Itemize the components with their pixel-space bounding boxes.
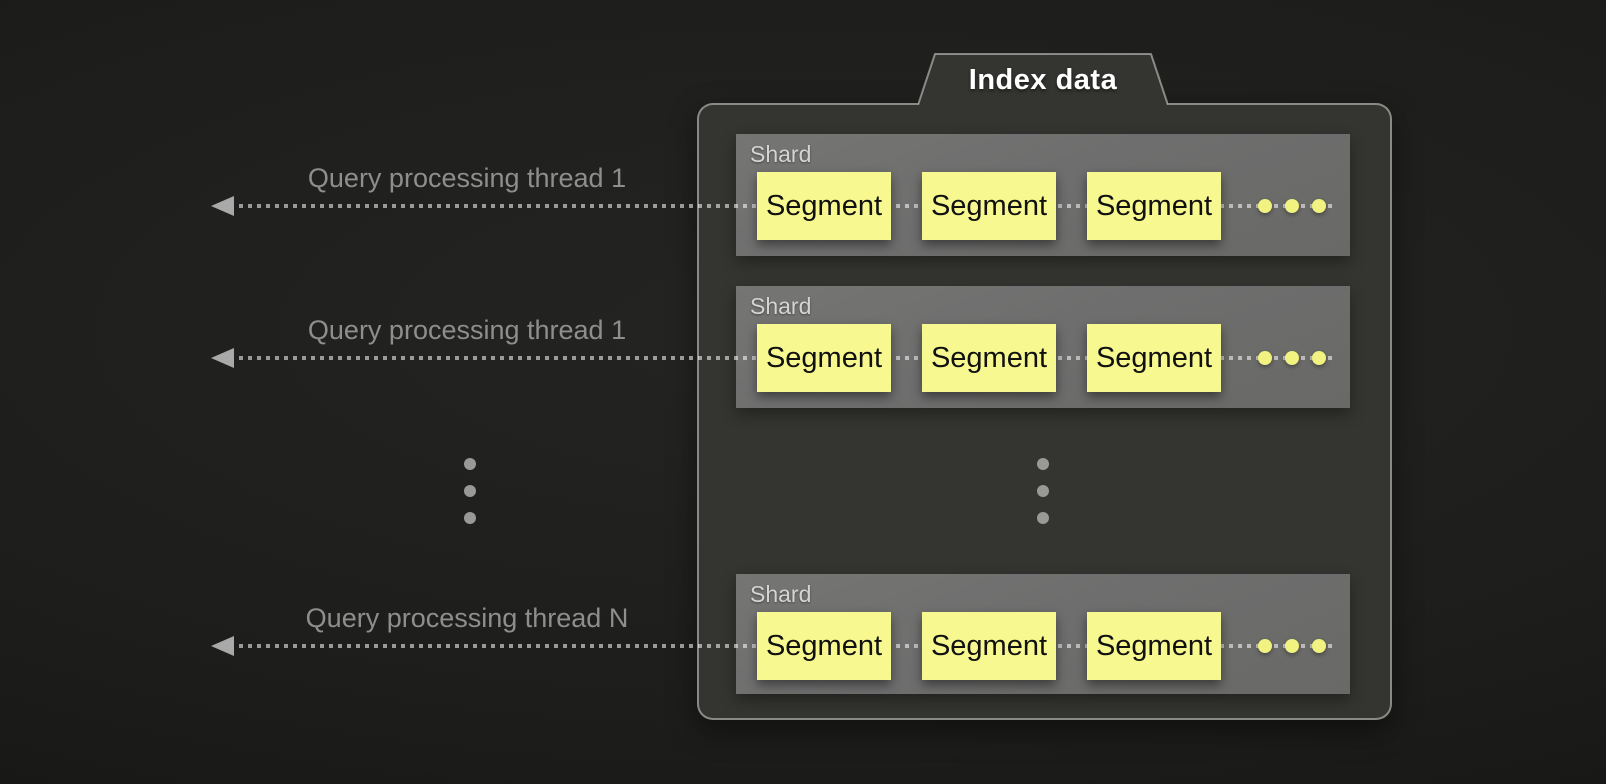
arrow-left-icon — [211, 348, 234, 368]
thread-label-N: Query processing thread N — [305, 603, 629, 633]
segment-block: Segment — [922, 612, 1056, 680]
index-data-tab — [918, 53, 1168, 105]
vertical-ellipsis-dot — [464, 512, 476, 524]
vertical-ellipsis-dot — [464, 485, 476, 497]
vertical-ellipsis-dot — [1037, 458, 1049, 470]
thread-label-1: Query processing thread 1 — [307, 163, 627, 193]
segment-ellipsis-dot — [1258, 639, 1272, 653]
segment-ellipsis-dot — [1285, 199, 1299, 213]
segment-ellipsis-dot — [1312, 639, 1326, 653]
vertical-ellipsis-dot — [1037, 485, 1049, 497]
segment-ellipsis-dot — [1312, 199, 1326, 213]
segment-ellipsis-dot — [1258, 351, 1272, 365]
segment-block: Segment — [757, 612, 891, 680]
segment-block: Segment — [757, 172, 891, 240]
segment-block: Segment — [1087, 324, 1221, 392]
segment-block: Segment — [922, 172, 1056, 240]
arrow-left-icon — [211, 196, 234, 216]
arrow-left-icon — [211, 636, 234, 656]
shard-label: Shard — [750, 141, 812, 167]
vertical-ellipsis-dot — [464, 458, 476, 470]
index-data-title: Index data — [968, 64, 1118, 96]
shard-label: Shard — [750, 293, 812, 319]
vertical-ellipsis-dot — [1037, 512, 1049, 524]
thread-label-2: Query processing thread 1 — [307, 315, 627, 345]
segment-ellipsis-dot — [1312, 351, 1326, 365]
segment-ellipsis-dot — [1258, 199, 1272, 213]
segment-ellipsis-dot — [1285, 639, 1299, 653]
segment-block: Segment — [922, 324, 1056, 392]
segment-block: Segment — [1087, 612, 1221, 680]
segment-block: Segment — [757, 324, 891, 392]
segment-block: Segment — [1087, 172, 1221, 240]
shard-label: Shard — [750, 581, 812, 607]
segment-ellipsis-dot — [1285, 351, 1299, 365]
